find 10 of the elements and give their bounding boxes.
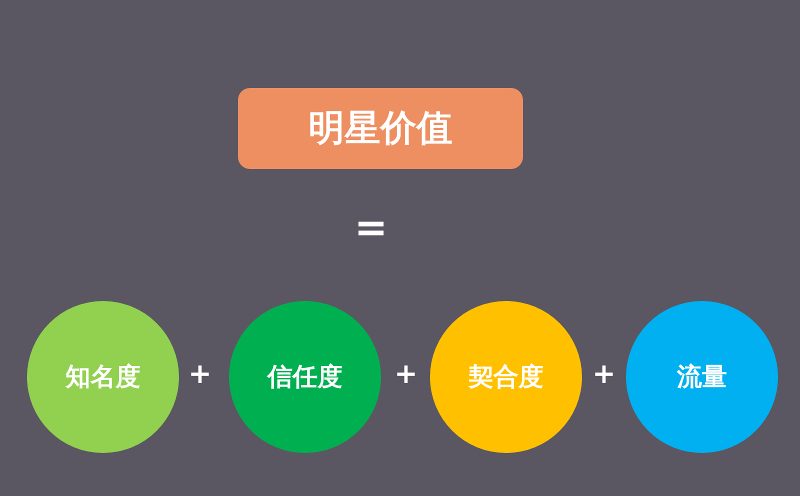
node-label: 流量 <box>677 361 727 393</box>
plus-sign: + <box>187 360 213 388</box>
plus-sign: + <box>591 360 617 388</box>
title-box <box>238 88 523 169</box>
node-label: 明星价值 <box>308 107 452 151</box>
node-label: 信任度 <box>268 361 342 393</box>
plus-sign: + <box>393 360 419 388</box>
node-label: 契合度 <box>468 361 544 393</box>
node-label: 知名度 <box>66 361 140 393</box>
equals-sign: = <box>353 208 389 248</box>
